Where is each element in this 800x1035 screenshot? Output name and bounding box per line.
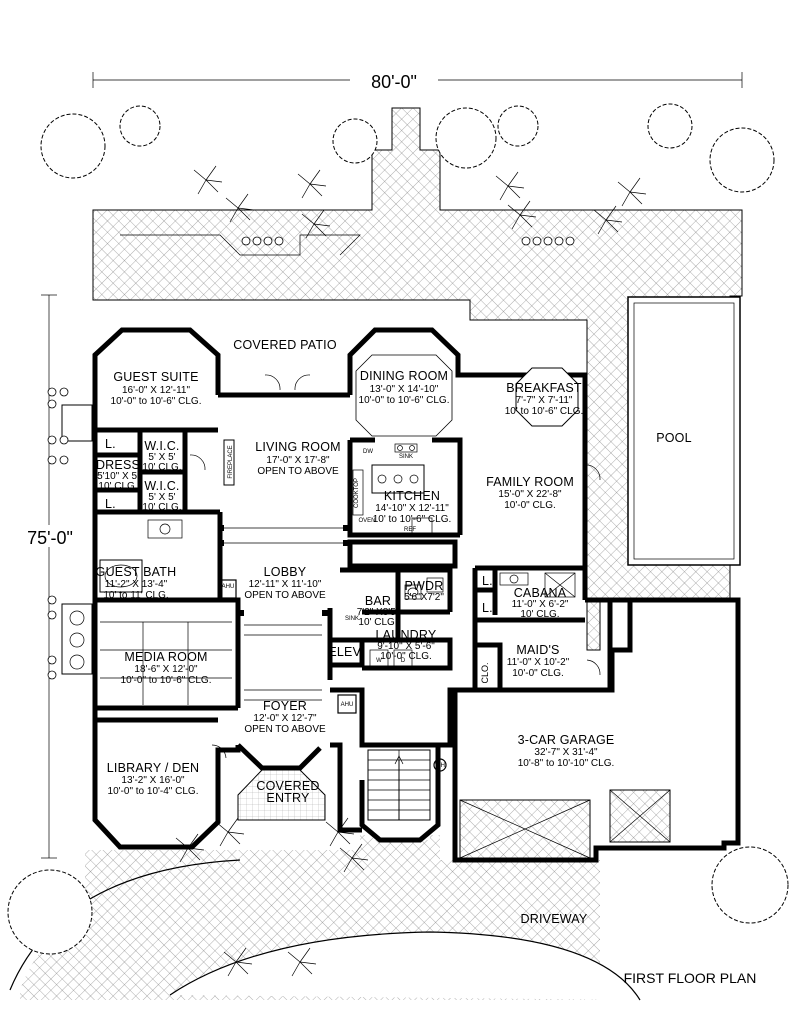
pool-label: POOL (656, 431, 692, 445)
ref-label: REF (404, 527, 416, 533)
cabana-linen-label-2: L. (482, 601, 493, 615)
guest-bath-dims: 11'-2" X 13'-4" (105, 579, 168, 590)
maids-dims: 11'-0" X 10'-2" (507, 657, 570, 668)
laundry-label: LAUNDRY (376, 628, 437, 642)
family-room-clg: 10'-0" CLG. (504, 500, 556, 511)
covered-entry-label-1: COVERED (256, 779, 319, 793)
garage-label: 3-CAR GARAGE (518, 733, 615, 747)
family-room-label: FAMILY ROOM (486, 475, 574, 489)
cabana-label: CABANA (514, 586, 567, 600)
cabana-dims: 11'-0" X 6'-2" (512, 599, 569, 610)
dryer-label: D (401, 658, 406, 664)
dress-label: DRESS (96, 458, 140, 472)
washer-label: W (376, 658, 382, 664)
wic2-dims: 5' X 5' (148, 492, 175, 503)
guest-bath-clg: 10' to 11' CLG. (103, 590, 168, 601)
media-room-dims: 18'-6" X 12'-0" (134, 664, 198, 675)
library-label: LIBRARY / DEN (107, 761, 199, 775)
garage-clg: 10'-8" to 10'-10" CLG. (518, 758, 615, 769)
cabana-clg: 10' CLG. (520, 609, 559, 620)
media-room-label: MEDIA ROOM (124, 650, 207, 664)
foyer-dims: 12'-0" X 12'-7" (253, 713, 317, 724)
kitchen-label: KITCHEN (384, 489, 440, 503)
columns (218, 525, 349, 701)
water-heater-label: WH (435, 763, 445, 769)
bar-label: BAR (365, 594, 391, 608)
dress-dims: 5'10" X 5' (97, 471, 139, 482)
covered-patio-label: COVERED PATIO (233, 338, 337, 352)
cabana-linen-label-1: L. (482, 574, 493, 588)
landscaping (7, 103, 789, 977)
interior-walls (95, 427, 585, 771)
kitchen-dims: 14'-10" X 12'-11" (375, 503, 449, 514)
depth-dimension: 75'-0" (20, 294, 80, 859)
depth-label: 75'-0" (27, 528, 73, 548)
wic2-label: W.I.C. (144, 479, 179, 493)
laundry-dims: 9'-10" X 5'-6" (377, 641, 435, 652)
bar-sink-label: SINK (345, 616, 359, 622)
ahu-label-2: AHU (341, 702, 354, 708)
guest-suite-clg: 10'-0" to 10'-6" CLG. (111, 396, 202, 407)
kitchen-sink-label: SINK (399, 454, 413, 460)
media-seating (100, 621, 232, 705)
dining-room-dims: 13'-0" X 14'-10" (370, 384, 439, 395)
dress-clg: 10' CLG. (98, 481, 137, 492)
maids-clg: 10'-0" CLG. (512, 668, 564, 679)
foyer-clg: OPEN TO ABOVE (244, 724, 326, 735)
width-dimension: 80'-0" (92, 68, 743, 92)
linen-label-1: L. (105, 437, 116, 451)
covered-entry-label-2: ENTRY (266, 791, 310, 805)
staircase (367, 749, 431, 821)
pool: POOL (627, 296, 741, 566)
wic1-clg: 10' CLG. (142, 462, 181, 473)
elevator-label: ELEV. (328, 645, 363, 659)
living-room-label: LIVING ROOM (255, 440, 341, 454)
bar-dims: 7'2" X8'5" (357, 607, 400, 618)
cooktop-label: COOKTOP (354, 478, 360, 508)
driveway-label: DRIVEWAY (521, 912, 588, 926)
room-labels: COVERED PATIO GUEST SUITE 16'-0" X 12'-1… (96, 338, 615, 926)
living-room-clg: OPEN TO ABOVE (257, 466, 339, 477)
library-clg: 10'-0" to 10'-4" CLG. (108, 786, 199, 797)
library-dims: 13'-2" X 16'-0" (121, 775, 185, 786)
plan-title: FIRST FLOOR PLAN (624, 970, 757, 986)
foyer-label: FOYER (263, 699, 307, 713)
breakfast-clg: 10' to 10'-6" CLG. (505, 406, 584, 417)
breakfast-dims: 7'-7" X 7'-11" (516, 395, 573, 406)
driveway-area (9, 859, 641, 1001)
ahu-label-1: AHU (222, 584, 235, 590)
powder-dims: 5'6"X7'2" (404, 592, 444, 603)
lobby-clg: OPEN TO ABOVE (244, 590, 326, 601)
oven-label: OVEN (358, 518, 375, 524)
wic2-clg: 10' CLG. (142, 502, 181, 513)
fixtures (61, 354, 601, 772)
fireplace-label: FIREPLACE (228, 445, 234, 478)
guest-suite-dims: 16'-0" X 12'-11" (122, 385, 190, 396)
dishwasher-label: DW (363, 449, 373, 455)
family-room-dims: 15'-0" X 22'-8" (498, 489, 562, 500)
maids-label: MAID'S (516, 643, 559, 657)
guest-bath-label: GUEST BATH (96, 565, 177, 579)
lobby-dims: 12'-11" X 11'-10" (249, 579, 322, 590)
linen-label-2: L. (105, 497, 116, 511)
maids-closet-label: CLO. (480, 662, 490, 683)
kitchen-clg: 10' to 10'-6" CLG. (373, 514, 452, 525)
bar-clg: 10' CLG. (358, 617, 397, 628)
laundry-clg: 10'-0" CLG. (380, 651, 432, 662)
guest-suite-label: GUEST SUITE (113, 370, 198, 384)
width-label: 80'-0" (371, 72, 417, 92)
dining-room-label: DINING ROOM (360, 369, 448, 383)
powder-label: PWDR (405, 579, 444, 593)
dining-room-clg: 10'-0" to 10'-6" CLG. (359, 395, 450, 406)
lobby-label: LOBBY (264, 565, 307, 579)
living-room-dims: 17'-0" X 17'-8" (266, 455, 330, 466)
wic1-label: W.I.C. (144, 439, 179, 453)
media-room-clg: 10'-0" to 10'-6" CLG. (121, 675, 212, 686)
garage-dims: 32'-7" X 31'-4" (534, 747, 598, 758)
breakfast-label: BREAKFAST (506, 381, 582, 395)
wic1-dims: 5' X 5' (148, 452, 175, 463)
covered-entry-pad (237, 769, 326, 821)
